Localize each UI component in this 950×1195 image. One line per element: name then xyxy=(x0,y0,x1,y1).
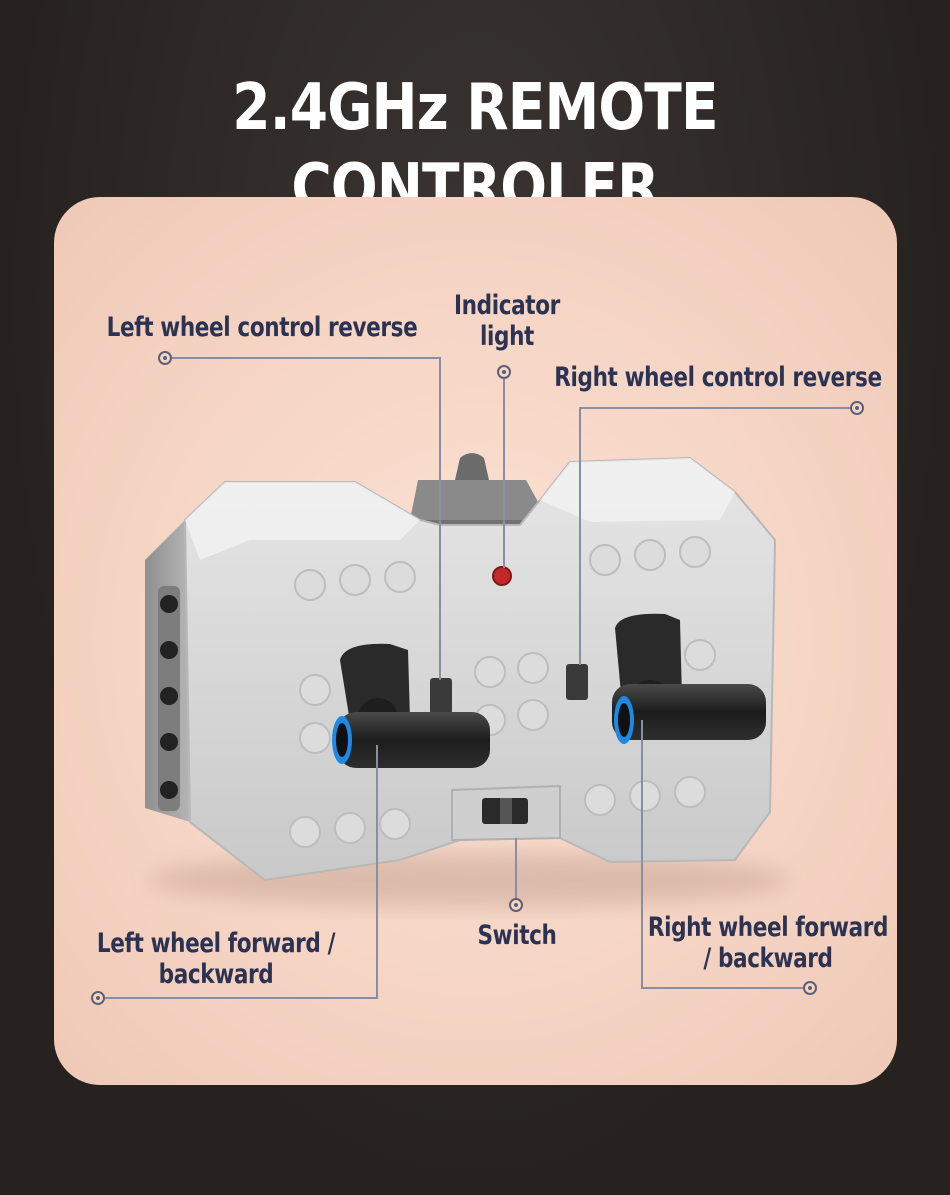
leader-lines xyxy=(98,357,857,999)
controller-bevel xyxy=(185,482,420,560)
callout-left-forward-line1: Left wheel forward / xyxy=(96,928,336,959)
callout-indicator-line1: Indicator xyxy=(454,290,560,321)
callout-indicator-light: Indicator light xyxy=(435,290,579,352)
leader-endpoint-dots xyxy=(96,356,859,1000)
callout-switch: Switch xyxy=(461,920,573,951)
left-reverse-button[interactable] xyxy=(430,678,452,714)
indicator-light xyxy=(492,566,512,586)
right-joystick[interactable] xyxy=(612,613,766,744)
callout-indicator-line2: light xyxy=(480,321,534,352)
power-switch[interactable] xyxy=(451,784,561,842)
callout-right-forward-line2: / backward xyxy=(703,943,833,974)
right-reverse-button[interactable] xyxy=(566,664,588,700)
callout-right-reverse-text: Right wheel control reverse xyxy=(554,362,882,393)
callout-switch-text: Switch xyxy=(477,920,557,951)
callout-right-forward: Right wheel forward / backward xyxy=(624,912,912,974)
callout-left-forward-line2: backward xyxy=(158,959,274,990)
studs xyxy=(289,536,716,848)
callout-left-forward: Left wheel forward / backward xyxy=(72,928,360,990)
controller-bevel-right xyxy=(540,458,735,522)
callout-left-reverse: Left wheel control reverse xyxy=(102,312,422,343)
controller-side xyxy=(145,520,190,822)
callout-right-reverse: Right wheel control reverse xyxy=(550,362,886,393)
callout-left-reverse-text: Left wheel control reverse xyxy=(106,312,418,343)
callout-right-forward-line1: Right wheel forward xyxy=(647,912,889,943)
